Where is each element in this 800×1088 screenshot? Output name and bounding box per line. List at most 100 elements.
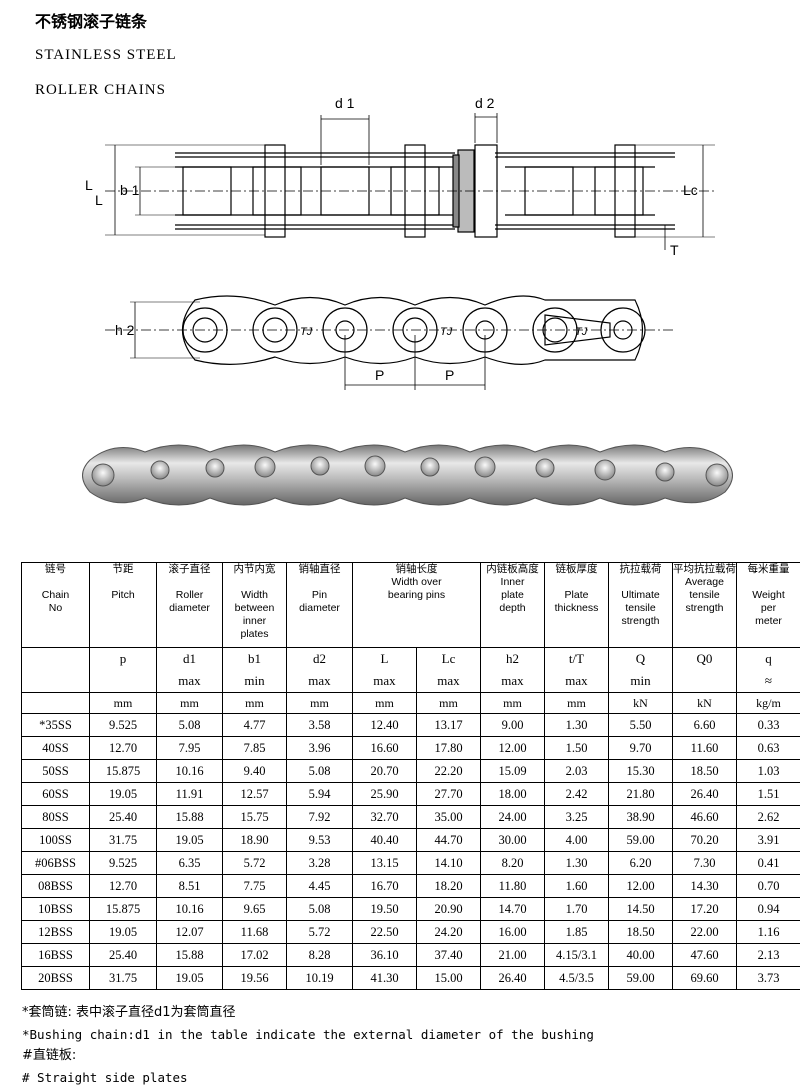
symbol-label: h2 [481, 648, 544, 670]
value-cell: 15.875 [90, 898, 157, 921]
value-cell: 1.03 [737, 760, 800, 783]
unit-cell: mm [417, 693, 481, 714]
value-cell: 5.72 [287, 921, 353, 944]
label-tj-2: TJ [440, 326, 453, 338]
value-cell: 3.96 [287, 737, 353, 760]
label-t: T [670, 242, 679, 258]
value-cell: 35.00 [417, 806, 481, 829]
value-cell: 5.08 [287, 760, 353, 783]
symbol-label: Q [609, 648, 672, 670]
value-cell: 14.50 [609, 898, 673, 921]
value-cell: 5.08 [157, 714, 223, 737]
symbol-limit: max [353, 670, 416, 692]
value-cell: 18.90 [223, 829, 287, 852]
title-stainless-steel: STAINLESS STEEL [35, 47, 177, 64]
value-cell: 2.62 [737, 806, 800, 829]
value-cell: 4.00 [545, 829, 609, 852]
value-cell: 24.00 [481, 806, 545, 829]
value-cell: 5.94 [287, 783, 353, 806]
unit-cell: kg/m [737, 693, 800, 714]
value-cell: 4.15/3.1 [545, 944, 609, 967]
value-cell: 47.60 [673, 944, 737, 967]
value-cell: 10.19 [287, 967, 353, 990]
symbol-cell: p [90, 648, 157, 693]
value-cell: 17.80 [417, 737, 481, 760]
value-cell: 22.00 [673, 921, 737, 944]
value-cell: 9.53 [287, 829, 353, 852]
symbol-label: Q0 [673, 648, 736, 670]
value-cell: 12.00 [609, 875, 673, 898]
symbol-label: q [737, 648, 800, 670]
symbol-limit: max [417, 670, 480, 692]
unit-cell: mm [223, 693, 287, 714]
value-cell: 2.42 [545, 783, 609, 806]
value-cell: 10.16 [157, 760, 223, 783]
symbol-label: d1 [157, 648, 222, 670]
value-cell: 19.05 [157, 967, 223, 990]
label-b1: b 1 [120, 182, 140, 198]
label-lc: Lc [683, 182, 698, 198]
value-cell: 21.00 [481, 944, 545, 967]
value-cell: 0.33 [737, 714, 800, 737]
value-cell: 3.73 [737, 967, 800, 990]
value-cell: 14.30 [673, 875, 737, 898]
title-chinese: 不锈钢滚子链条 [35, 8, 147, 32]
unit-cell: mm [287, 693, 353, 714]
chain-no-cell: 08BSS [22, 875, 90, 898]
chain-no-cell: 20BSS [22, 967, 90, 990]
value-cell: 4.45 [287, 875, 353, 898]
chain-no-cell: 100SS [22, 829, 90, 852]
value-cell: 21.80 [609, 783, 673, 806]
symbol-label: b1 [223, 648, 286, 670]
chain-no-cell: 10BSS [22, 898, 90, 921]
value-cell: 4.77 [223, 714, 287, 737]
value-cell: 24.20 [417, 921, 481, 944]
value-cell: 17.20 [673, 898, 737, 921]
unit-cell: mm [481, 693, 545, 714]
value-cell: 1.50 [545, 737, 609, 760]
value-cell: 19.05 [90, 921, 157, 944]
value-cell: 9.70 [609, 737, 673, 760]
value-cell: 5.08 [287, 898, 353, 921]
value-cell: 1.16 [737, 921, 800, 944]
value-cell: 12.57 [223, 783, 287, 806]
symbol-limit: max [481, 670, 544, 692]
note-bushing-chain-cn: *套筒链: 表中滚子直径d1为套筒直径 [22, 1002, 594, 1024]
unit-cell: mm [545, 693, 609, 714]
value-cell: 70.20 [673, 829, 737, 852]
symbol-label: d2 [287, 648, 352, 670]
value-cell: 12.40 [353, 714, 417, 737]
value-cell: 17.02 [223, 944, 287, 967]
value-cell: 7.92 [287, 806, 353, 829]
header-pitch: 节距 Pitch [90, 563, 157, 648]
value-cell: 11.91 [157, 783, 223, 806]
value-cell: 3.58 [287, 714, 353, 737]
value-cell: 22.20 [417, 760, 481, 783]
value-cell: 8.20 [481, 852, 545, 875]
value-cell: 7.85 [223, 737, 287, 760]
unit-cell: mm [157, 693, 223, 714]
value-cell: 44.70 [417, 829, 481, 852]
value-cell: 16.70 [353, 875, 417, 898]
value-cell: 19.05 [90, 783, 157, 806]
symbol-limit: min [609, 670, 672, 692]
value-cell: 15.88 [157, 806, 223, 829]
value-cell: 25.40 [90, 806, 157, 829]
value-cell: 6.20 [609, 852, 673, 875]
label-tj-3: TJ [575, 326, 588, 338]
